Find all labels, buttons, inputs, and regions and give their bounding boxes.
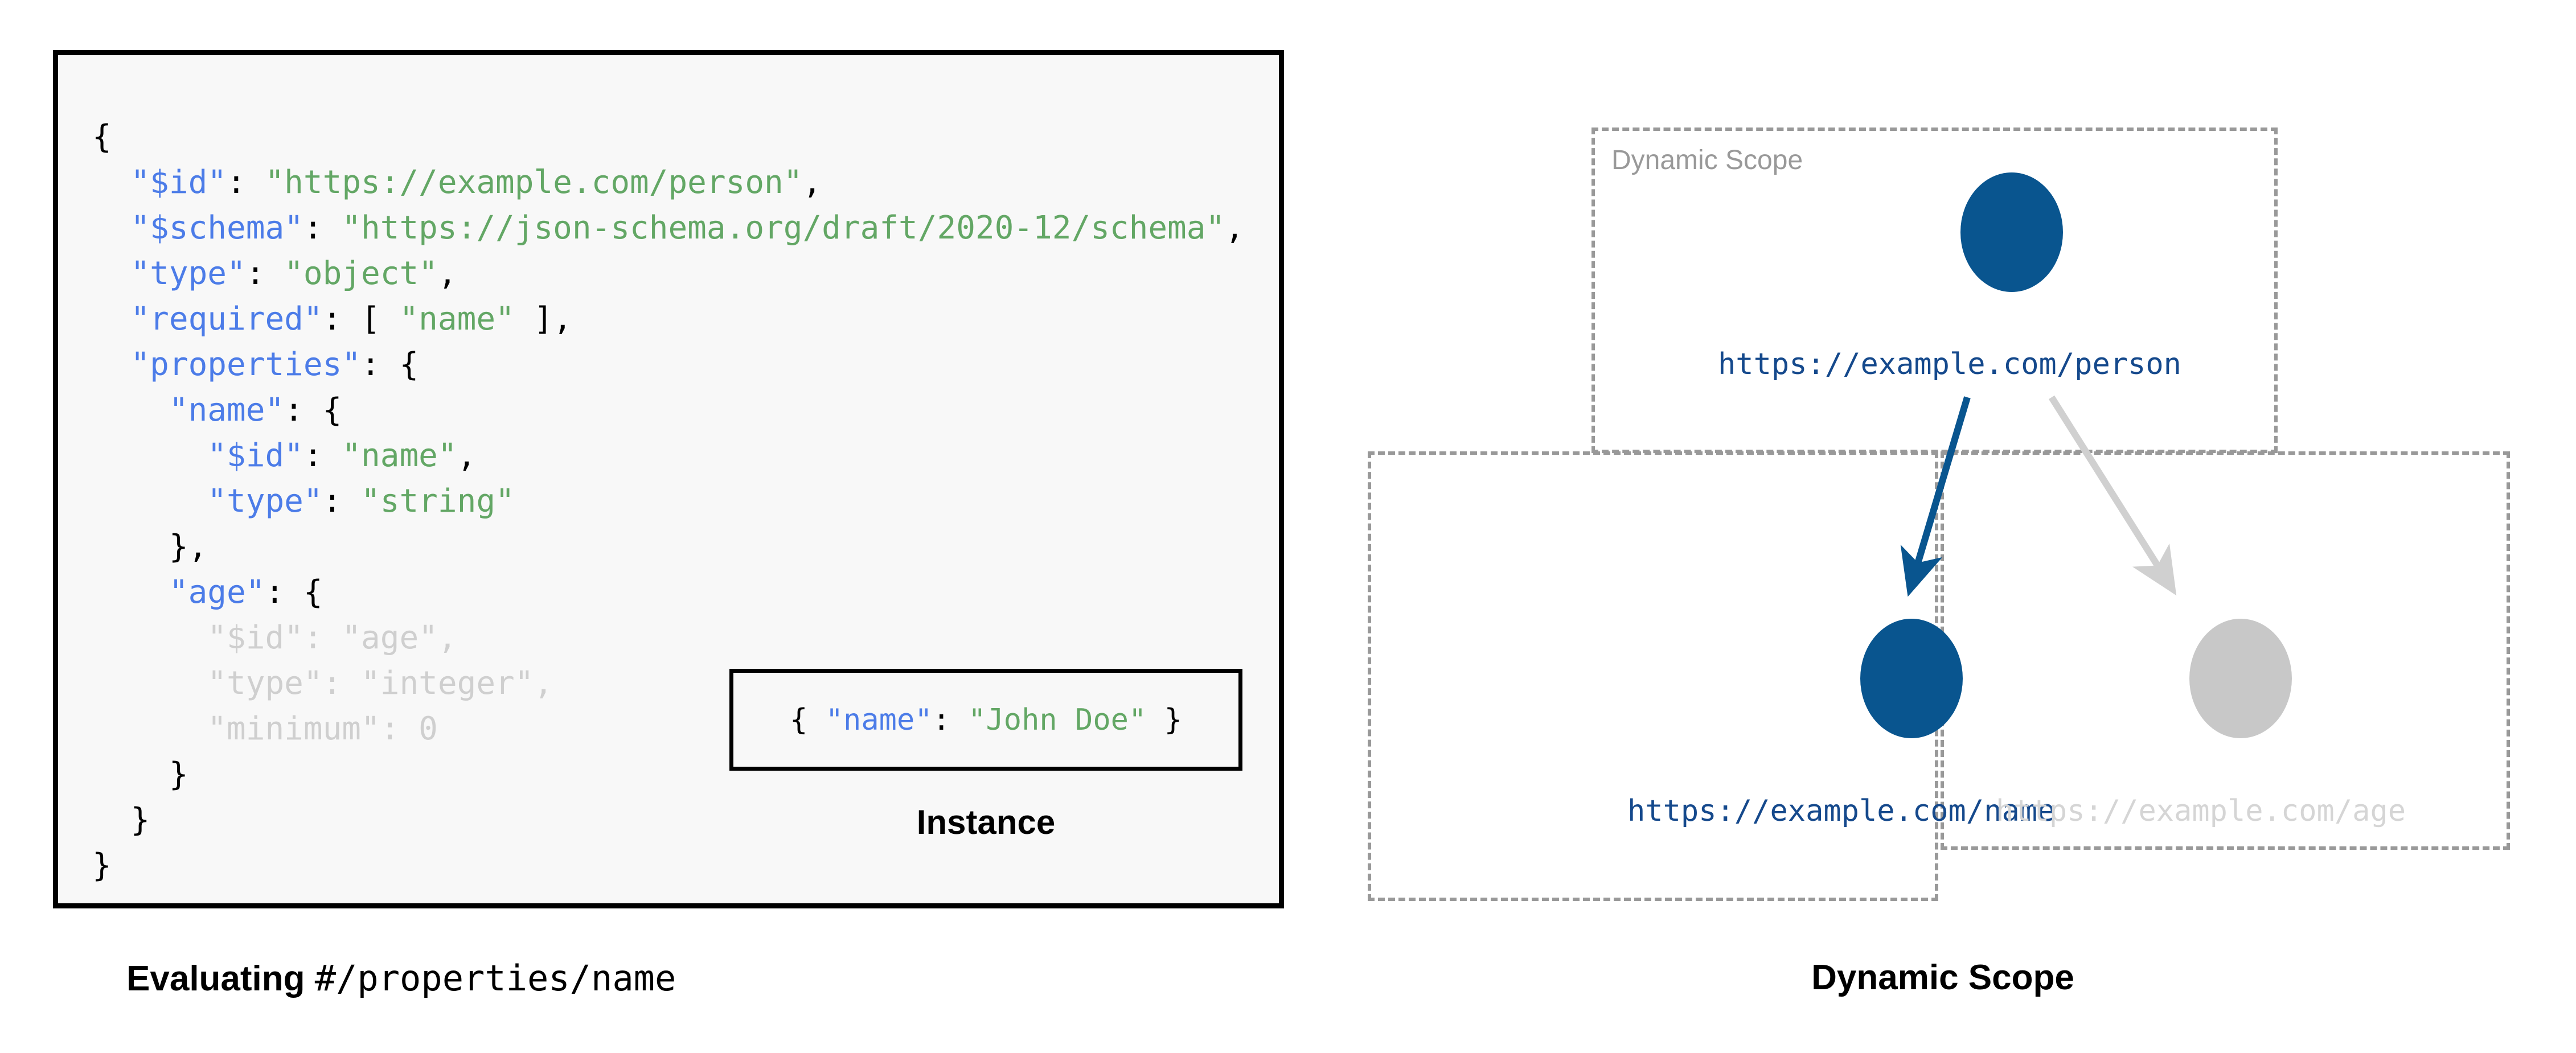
schema-code-line: } [92, 756, 188, 793]
left-panel-caption: Evaluating #/properties/name [126, 957, 676, 999]
instance-token: "name" [825, 702, 933, 737]
scope-box-person [1591, 127, 2278, 453]
schema-token: , [534, 665, 553, 702]
instance-token: } [1146, 702, 1182, 737]
schema-token: ], [514, 301, 572, 338]
schema-code-line: { [92, 118, 112, 155]
instance-json: { "name": "John Doe" } [790, 703, 1182, 737]
schema-token: , [437, 619, 457, 656]
schema-token: "https://json-schema.org/draft/2020-12/s… [342, 209, 1225, 246]
schema-code-box: { "$id": "https://example.com/person", "… [53, 50, 1284, 908]
schema-code-line: "$id": "name", [92, 437, 476, 474]
schema-token: "type" [207, 483, 323, 520]
schema-code-line: "minimum": 0 [92, 710, 438, 747]
schema-token: "name" [342, 437, 457, 474]
instance-token: : [932, 702, 969, 737]
node-name-circle [1860, 619, 1963, 738]
schema-token: : [227, 164, 265, 201]
schema-token: "age" [342, 619, 438, 656]
schema-token: : [303, 209, 342, 246]
scope-box-name [1368, 451, 1938, 901]
schema-token: "$id" [207, 619, 303, 656]
schema-panel: { "$id": "https://example.com/person", "… [53, 50, 1284, 999]
schema-code-line: "$id": "age", [92, 619, 457, 656]
schema-token: : [ [322, 301, 400, 338]
schema-code-line: "$id": "https://example.com/person", [92, 164, 822, 201]
schema-token: "string" [361, 483, 515, 520]
schema-token: "$schema" [130, 209, 303, 246]
scope-box-person-label: Dynamic Scope [1611, 145, 1803, 175]
schema-token: "https://example.com/person" [265, 164, 803, 201]
instance-box: { "name": "John Doe" } [729, 669, 1242, 771]
schema-token: "required" [130, 301, 323, 338]
schema-code-line: } [92, 847, 112, 884]
schema-token: "$id" [130, 164, 227, 201]
instance-token: { [790, 702, 826, 737]
schema-token: }, [169, 528, 208, 565]
schema-code-line: "$schema": "https://json-schema.org/draf… [92, 209, 1244, 246]
left-caption-bold-text: Evaluating [126, 959, 315, 998]
schema-token: "age" [169, 574, 265, 611]
schema-token: : { [284, 392, 342, 429]
schema-token: "name" [399, 301, 515, 338]
schema-token: , [802, 164, 822, 201]
schema-token: , [457, 437, 477, 474]
node-name-label: https://example.com/name [1627, 794, 2056, 828]
schema-code-line: "type": "integer", [92, 665, 553, 702]
node-person-circle [1960, 172, 2063, 292]
schema-token: { [92, 118, 112, 155]
schema-code-line: }, [92, 528, 207, 565]
schema-token: } [130, 801, 150, 838]
schema-token: "minimum" [207, 710, 380, 747]
node-age-circle [2189, 619, 2292, 738]
right-panel-caption: Dynamic Scope [1811, 958, 2074, 997]
schema-token: : [303, 619, 342, 656]
schema-code-line: } [92, 801, 150, 838]
instance-token: "John Doe" [968, 702, 1147, 737]
schema-token: "properties" [130, 346, 362, 383]
schema-token: : [303, 437, 342, 474]
schema-token: : [245, 255, 285, 292]
schema-code-line: "required": [ "name" ], [92, 301, 572, 338]
schema-token: : [322, 483, 362, 520]
schema-code-line: "type": "object", [92, 255, 457, 292]
schema-token: "$id" [207, 437, 303, 474]
schema-code-line: "name": { [92, 392, 342, 429]
node-age-label: https://example.com/age [1996, 794, 2406, 828]
schema-token: "type" [130, 255, 246, 292]
schema-token: "object" [284, 255, 438, 292]
schema-token: : { [361, 346, 419, 383]
schema-token: , [437, 255, 457, 292]
instance-caption: Instance [916, 803, 1056, 841]
schema-token: "integer" [361, 665, 534, 702]
left-caption-pointer-text: #/properties/name [314, 957, 676, 999]
node-person-label: https://example.com/person [1718, 347, 2181, 381]
schema-code-line: "properties": { [92, 346, 419, 383]
schema-token: : { [265, 574, 323, 611]
schema-token: : 0 [380, 710, 438, 747]
schema-token: , [1225, 209, 1244, 246]
schema-token: "type" [207, 665, 323, 702]
schema-token: } [169, 756, 188, 793]
schema-token: } [92, 847, 112, 884]
schema-code-line: "age": { [92, 574, 323, 611]
schema-code-line: "type": "string" [92, 483, 515, 520]
schema-token: : [322, 665, 362, 702]
dynamic-scope-diagram: Dynamic Scope https://example.com/person… [1310, 0, 2576, 1053]
schema-code-listing: { "$id": "https://example.com/person", "… [92, 114, 1244, 889]
schema-token: "name" [169, 392, 285, 429]
